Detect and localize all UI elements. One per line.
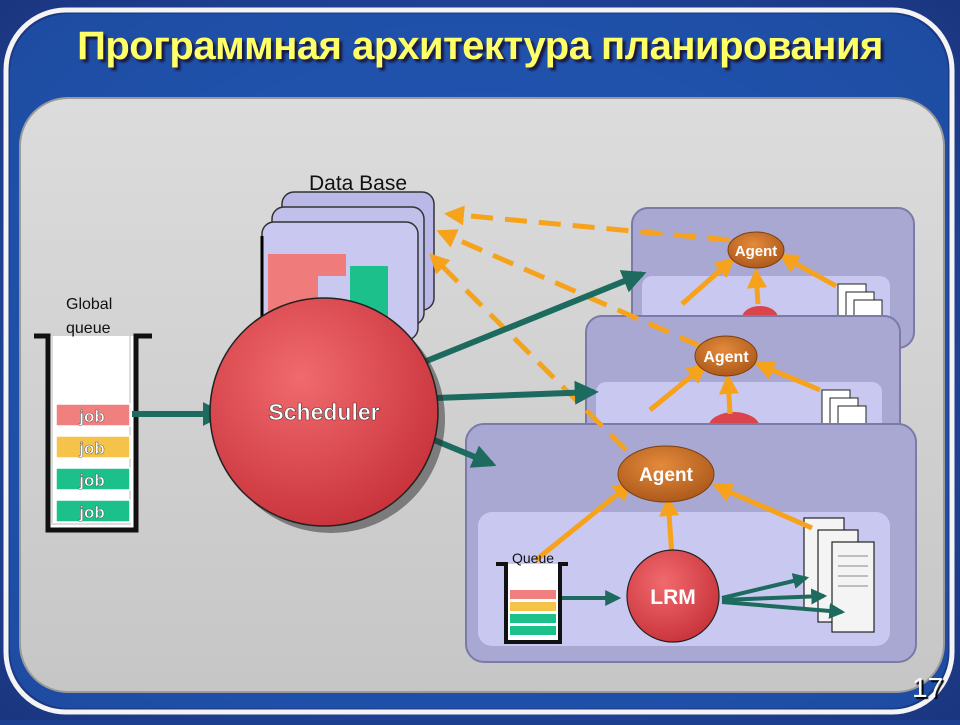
agent-node: [617, 445, 715, 503]
local-queue: [496, 562, 568, 644]
agent-label: Agent: [703, 349, 749, 366]
database-label: Data Base: [309, 172, 407, 195]
report-arrows: [429, 205, 731, 452]
global-queue: [34, 333, 152, 533]
job-label: job: [78, 407, 105, 426]
agent-label: Agent: [639, 465, 694, 486]
scheduler-node: [209, 297, 439, 527]
job-item: [55, 467, 131, 491]
slide-title: Программная архитектура планирования: [77, 24, 883, 68]
job-item: [55, 435, 131, 459]
job-item: [55, 403, 131, 427]
lrm-node: [626, 549, 720, 643]
local-queue-label: Queue: [512, 550, 554, 566]
job-label: job: [78, 439, 105, 458]
job-label: job: [78, 471, 105, 490]
scheduler-label: Scheduler: [268, 399, 379, 425]
agent-node: [694, 335, 758, 377]
job-item: [55, 499, 131, 523]
job-label: job: [78, 503, 105, 522]
agent-label: Agent: [735, 243, 778, 260]
dispatch-arrows: [132, 270, 846, 619]
global-queue-label: Global: [66, 296, 112, 313]
page-number: 17: [912, 672, 944, 703]
agent-node: [727, 231, 785, 269]
status-arrows: [534, 253, 838, 562]
global-queue-label: queue: [66, 320, 111, 337]
lrm-label: LRM: [650, 586, 696, 609]
